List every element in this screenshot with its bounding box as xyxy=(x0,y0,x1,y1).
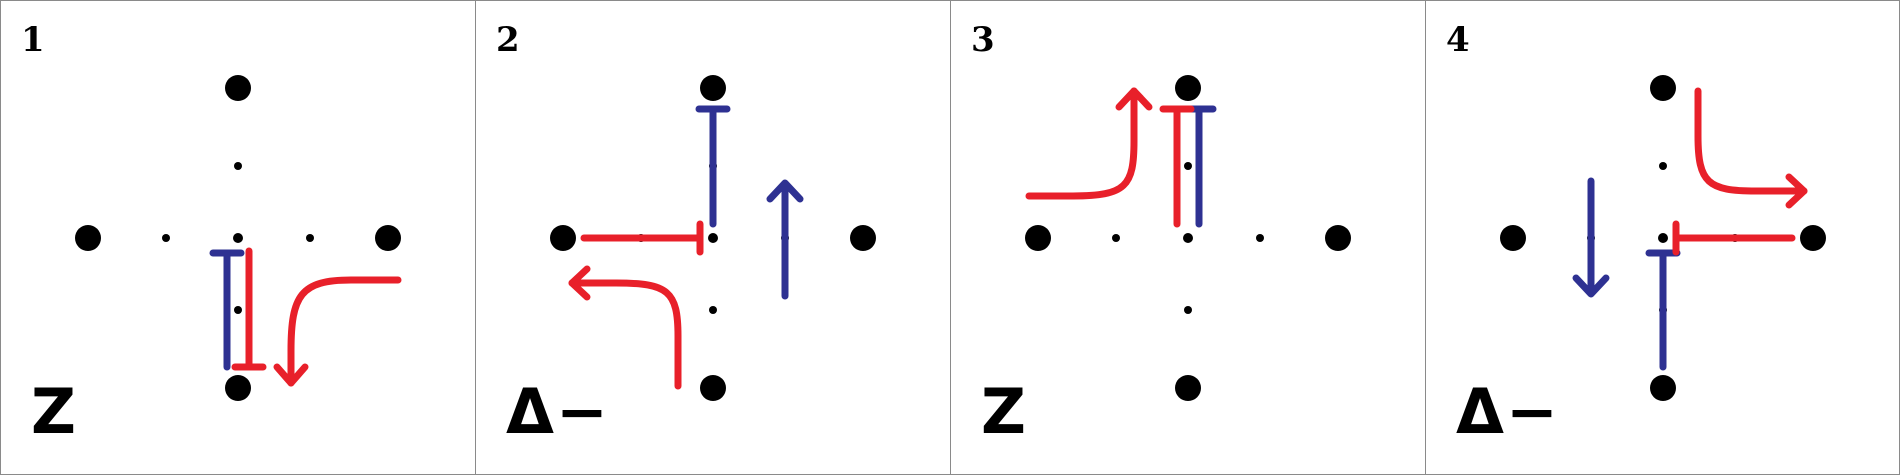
center-dot xyxy=(233,233,243,243)
panel-2: 2 xyxy=(475,0,950,475)
site-dot-top xyxy=(1175,75,1201,101)
red-string xyxy=(1159,105,1195,228)
panel-label: Δ− xyxy=(506,375,610,448)
site-dot-right xyxy=(1800,225,1826,251)
red-string xyxy=(580,220,704,256)
blue-arrow xyxy=(1572,177,1610,298)
panel-label: Z xyxy=(31,375,78,448)
site-dot-right xyxy=(375,225,401,251)
site-dot-bottom xyxy=(225,375,251,401)
link-dot xyxy=(709,306,717,314)
panel-number: 4 xyxy=(1446,20,1470,60)
link-dot xyxy=(234,162,242,170)
link-dot xyxy=(1256,234,1264,242)
blue-string xyxy=(695,105,731,228)
link-dot xyxy=(234,306,242,314)
link-dot xyxy=(1659,162,1667,170)
panel-number: 1 xyxy=(21,20,45,60)
panel-number: 2 xyxy=(496,20,520,60)
lattice-dots xyxy=(1025,75,1351,401)
red-arrow xyxy=(568,265,682,390)
site-dot-bottom xyxy=(700,375,726,401)
lattice-dots xyxy=(550,75,876,401)
site-dot-top xyxy=(225,75,251,101)
lattice-dots xyxy=(75,75,401,401)
center-dot xyxy=(708,233,718,243)
site-dot-bottom xyxy=(1650,375,1676,401)
panel-label: Δ− xyxy=(1456,375,1560,448)
red-string xyxy=(231,247,267,371)
link-dot xyxy=(1184,162,1192,170)
site-dot-left xyxy=(1500,225,1526,251)
panel-2-diagram xyxy=(550,75,876,401)
link-dot xyxy=(1184,306,1192,314)
panel-number: 3 xyxy=(971,20,995,60)
link-dot xyxy=(162,234,170,242)
blue-string xyxy=(1645,249,1681,371)
panel-3: 3 xyxy=(950,0,1425,475)
red-arrow xyxy=(1694,87,1808,209)
site-dot-left xyxy=(75,225,101,251)
panel-1-diagram xyxy=(75,75,402,401)
link-dot xyxy=(1112,234,1120,242)
red-arrow xyxy=(1025,87,1153,200)
site-dot-top xyxy=(700,75,726,101)
site-dot-right xyxy=(850,225,876,251)
site-dot-bottom xyxy=(1175,375,1201,401)
blue-arrow xyxy=(766,179,804,300)
site-dot-top xyxy=(1650,75,1676,101)
panel-3-diagram xyxy=(1025,75,1351,401)
center-dot xyxy=(1658,233,1668,243)
site-dot-right xyxy=(1325,225,1351,251)
site-dot-left xyxy=(1025,225,1051,251)
panel-4-diagram xyxy=(1500,75,1826,401)
panel-4: 4 xyxy=(1425,0,1900,475)
blue-string xyxy=(209,249,245,371)
link-dot xyxy=(306,234,314,242)
red-string xyxy=(1672,220,1796,256)
panel-1: 1 xyxy=(0,0,475,475)
red-arrow xyxy=(273,276,402,387)
site-dot-left xyxy=(550,225,576,251)
panel-label: Z xyxy=(981,375,1028,448)
center-dot xyxy=(1183,233,1193,243)
